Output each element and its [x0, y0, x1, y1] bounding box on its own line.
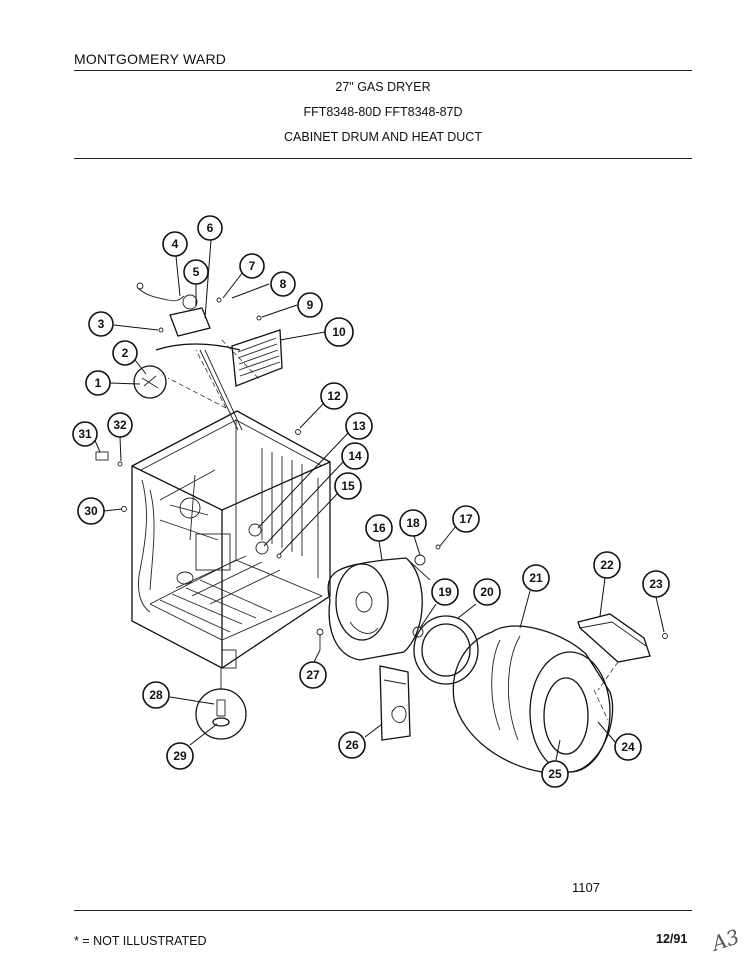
svg-text:15: 15 — [341, 479, 355, 493]
svg-text:19: 19 — [438, 585, 452, 599]
footnote-not-illustrated: * = NOT ILLUSTRATED — [74, 934, 207, 948]
svg-text:22: 22 — [600, 558, 614, 572]
callout-16: 16 — [365, 514, 393, 542]
callout-20: 20 — [473, 578, 501, 606]
callout-3: 3 — [88, 311, 114, 337]
svg-text:31: 31 — [78, 427, 92, 441]
cabinet-drawing — [131, 349, 331, 669]
svg-text:4: 4 — [172, 237, 179, 251]
front-hardware — [95, 429, 324, 650]
brand-name: MONTGOMERY WARD — [74, 51, 227, 67]
upper-small-parts — [133, 282, 262, 431]
svg-text:8: 8 — [280, 277, 287, 291]
lint-grille-drawing — [231, 329, 283, 387]
callout-1: 1 — [85, 370, 111, 396]
callout-24: 24 — [614, 733, 642, 761]
callout-32: 32 — [107, 412, 133, 438]
callout-28: 28 — [142, 681, 170, 709]
svg-text:13: 13 — [352, 419, 366, 433]
revision-date: 12/91 — [656, 932, 688, 946]
svg-text:24: 24 — [621, 740, 635, 754]
callout-18: 18 — [399, 509, 427, 537]
svg-text:10: 10 — [332, 325, 346, 339]
callout-2: 2 — [112, 340, 138, 366]
callout-9: 9 — [297, 292, 323, 318]
svg-text:26: 26 — [345, 738, 359, 752]
duct-drawing — [379, 665, 411, 741]
product-title: 27" GAS DRYER — [335, 80, 431, 94]
callout-13: 13 — [345, 412, 373, 440]
header-bottom-rule — [74, 158, 692, 159]
rear-bulkhead-drawing — [327, 557, 431, 661]
callout-27: 27 — [299, 661, 327, 689]
svg-text:1: 1 — [95, 376, 102, 390]
svg-text:29: 29 — [173, 749, 187, 763]
callout-29: 29 — [166, 742, 194, 770]
callout-21: 21 — [522, 564, 550, 592]
section-title: CABINET DRUM AND HEAT DUCT — [284, 130, 482, 144]
callout-22: 22 — [593, 551, 621, 579]
svg-text:9: 9 — [307, 298, 314, 312]
svg-text:23: 23 — [649, 577, 663, 591]
callout-4: 4 — [162, 231, 188, 257]
callout-23: 23 — [642, 570, 670, 598]
leader-lines — [92, 239, 665, 761]
svg-text:17: 17 — [459, 512, 473, 526]
svg-text:30: 30 — [84, 504, 98, 518]
callout-6: 6 — [197, 215, 223, 241]
svg-text:16: 16 — [372, 521, 386, 535]
callout-17: 17 — [452, 505, 480, 533]
seal-and-bearing-drawing — [412, 544, 479, 685]
callout-10: 10 — [324, 317, 354, 347]
svg-text:5: 5 — [193, 265, 200, 279]
callout-5: 5 — [183, 259, 209, 285]
drum-drawing — [452, 625, 614, 773]
callout-26: 26 — [338, 731, 366, 759]
svg-text:6: 6 — [207, 221, 214, 235]
callout-8: 8 — [270, 271, 296, 297]
callout-12: 12 — [320, 382, 348, 410]
drum-lifter-drawing — [577, 613, 668, 691]
svg-text:14: 14 — [348, 449, 362, 463]
callout-30: 30 — [77, 497, 105, 525]
callout-19: 19 — [431, 578, 459, 606]
svg-text:12: 12 — [327, 389, 341, 403]
svg-text:21: 21 — [529, 571, 543, 585]
svg-text:7: 7 — [249, 259, 256, 273]
svg-text:27: 27 — [306, 668, 320, 682]
header-rule — [74, 70, 692, 71]
callout-14: 14 — [341, 442, 369, 470]
svg-text:25: 25 — [548, 767, 562, 781]
callout-15: 15 — [334, 472, 362, 500]
svg-text:3: 3 — [98, 317, 105, 331]
svg-text:20: 20 — [480, 585, 494, 599]
callout-7: 7 — [239, 253, 265, 279]
footer-rule — [74, 910, 692, 911]
svg-text:32: 32 — [113, 418, 127, 432]
callout-31: 31 — [72, 421, 98, 447]
model-numbers: FFT8348-80D FFT8348-87D — [303, 105, 463, 119]
svg-text:18: 18 — [406, 516, 420, 530]
callout-25: 25 — [541, 760, 569, 788]
page-number: 1107 — [572, 880, 600, 895]
svg-text:28: 28 — [149, 688, 163, 702]
leveling-leg-drawing — [195, 668, 247, 740]
svg-text:2: 2 — [122, 346, 129, 360]
